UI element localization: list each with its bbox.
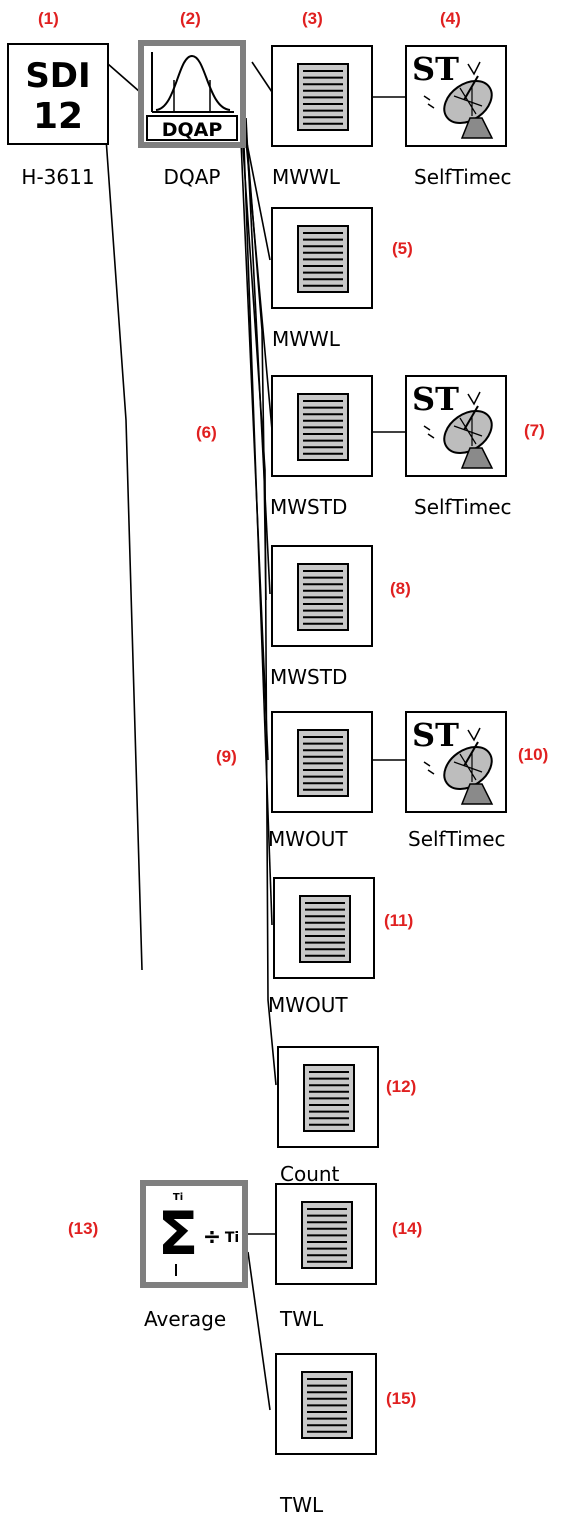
callout-6: (6): [196, 423, 217, 442]
block-twl-14[interactable]: (14) TWL: [275, 1183, 422, 1331]
wire-dqap-extra: [244, 117, 267, 601]
signal-wave: [467, 391, 481, 406]
block-mwout-9[interactable]: MWOUT: [268, 711, 373, 851]
signal-wave: [467, 727, 481, 742]
svg-text:12: 12: [33, 96, 83, 137]
svg-text:Σ: Σ: [158, 1199, 199, 1269]
caption-mwstd-8: MWSTD: [270, 665, 347, 689]
dish-feed: [463, 741, 479, 767]
st-glyph: ST: [412, 716, 459, 754]
wire-dqap-mwwl: [251, 61, 273, 93]
svg-text:Ti: Ti: [225, 1230, 239, 1246]
callout-11: (11): [384, 911, 413, 930]
signal-wave: [423, 95, 435, 109]
block-average-13[interactable]: (13) Σ ÷ Ti Ti Average: [68, 1180, 248, 1331]
average-frame[interactable]: [140, 1180, 248, 1288]
callout-9: (9): [216, 747, 237, 766]
signal-wave: [467, 61, 481, 76]
block-selftimed-4[interactable]: (4) ST SelfTimec: [405, 9, 512, 189]
log-sheet-icon[interactable]: [271, 207, 373, 309]
log-sheet-icon[interactable]: [275, 1183, 377, 1285]
dish-feed: [463, 75, 479, 101]
st-glyph: ST: [412, 380, 459, 418]
block-mwwl-3[interactable]: (3) MWWL: [271, 9, 373, 189]
dish-base: [460, 447, 494, 469]
log-sheet-icon[interactable]: [271, 711, 373, 813]
log-sheet-icon[interactable]: [275, 1353, 377, 1455]
callout-7: (7): [524, 421, 545, 440]
block-sdi12[interactable]: (1) SDI 12 H-3611: [7, 9, 109, 189]
signal-wave: [423, 761, 435, 775]
block-twl-15[interactable]: (15) TWL: [275, 1353, 416, 1517]
svg-text:Ti: Ti: [173, 1192, 183, 1203]
wire-sdi12-average: [103, 109, 143, 971]
connection-wires: [103, 61, 406, 1411]
block-count-12[interactable]: (12) Count: [277, 1046, 416, 1186]
wire-dqap-b12: [240, 117, 277, 1086]
svg-text:SDI: SDI: [25, 56, 90, 96]
dish-ribs: [453, 86, 483, 116]
dish-base: [460, 783, 494, 805]
callout-12: (12): [386, 1077, 416, 1096]
st-glyph: ST: [412, 50, 459, 88]
caption-selftimed-7: SelfTimec: [414, 495, 512, 519]
caption-selftimed-10: SelfTimec: [408, 827, 506, 851]
sdi12-sensor-icon: SDI 12: [25, 56, 90, 137]
sum-divide-average-icon: Σ ÷ Ti Ti: [158, 1192, 239, 1276]
dish-ribs: [453, 416, 483, 446]
caption-mwwl-3: MWWL: [272, 165, 341, 189]
wire-average-twl2: [247, 1251, 271, 1411]
dqap-bell-curve-icon: DQAP: [146, 52, 238, 141]
callout-10: (10): [518, 745, 548, 764]
caption-selftimed-4: SelfTimec: [414, 165, 512, 189]
signal-wave: [423, 425, 435, 439]
wire-sdi12-dqap: [107, 63, 141, 93]
svg-text:÷: ÷: [203, 1225, 221, 1250]
block-selftimed-7[interactable]: ST (7) SelfTimec: [405, 375, 545, 519]
callout-1: (1): [38, 9, 59, 28]
dish-base: [460, 117, 494, 139]
satellite-dish-icon[interactable]: ST: [405, 45, 507, 147]
log-sheet-icon[interactable]: [271, 545, 373, 647]
caption-average: Average: [144, 1307, 226, 1331]
callout-15: (15): [386, 1389, 416, 1408]
block-mwwl-5[interactable]: (5) MWWL: [271, 207, 413, 351]
satellite-dish-icon[interactable]: ST: [405, 375, 507, 477]
callout-5: (5): [392, 239, 413, 258]
callout-13: (13): [68, 1219, 98, 1238]
callout-14: (14): [392, 1219, 422, 1238]
dish-feed: [463, 405, 479, 431]
caption-mwstd-6: MWSTD: [270, 495, 347, 519]
block-mwout-11[interactable]: (11) MWOUT: [268, 877, 413, 1017]
caption-mwwl-5: MWWL: [272, 327, 341, 351]
block-mwstd-8[interactable]: (8) MWSTD: [270, 545, 411, 689]
caption-mwout-9: MWOUT: [268, 827, 348, 851]
caption-twl-14: TWL: [279, 1307, 324, 1331]
block-mwstd-6[interactable]: MWSTD: [270, 375, 373, 519]
block-dqap[interactable]: (2) DQAP DQAP: [138, 9, 246, 189]
dish-ribs: [453, 752, 483, 782]
callout-8: (8): [390, 579, 411, 598]
callout-3: (3): [302, 9, 323, 28]
svg-text:DQAP: DQAP: [162, 119, 223, 141]
log-sheet-icon[interactable]: [273, 877, 375, 979]
log-sheet-icon[interactable]: [277, 1046, 379, 1148]
sdi12-frame[interactable]: [7, 43, 109, 145]
log-sheet-icon[interactable]: [271, 45, 373, 147]
callout-2: (2): [180, 9, 201, 28]
caption-h3611: H-3611: [21, 165, 94, 189]
block-selftimed-10[interactable]: ST (10) SelfTimec: [405, 711, 548, 851]
callout-4: (4): [440, 9, 461, 28]
caption-dqap: DQAP: [164, 165, 221, 189]
caption-twl-15: TWL: [279, 1493, 324, 1517]
log-sheet-icon[interactable]: [271, 375, 373, 477]
caption-count-12: Count: [280, 1162, 340, 1186]
caption-mwout-11: MWOUT: [268, 993, 348, 1017]
satellite-dish-icon[interactable]: ST: [405, 711, 507, 813]
